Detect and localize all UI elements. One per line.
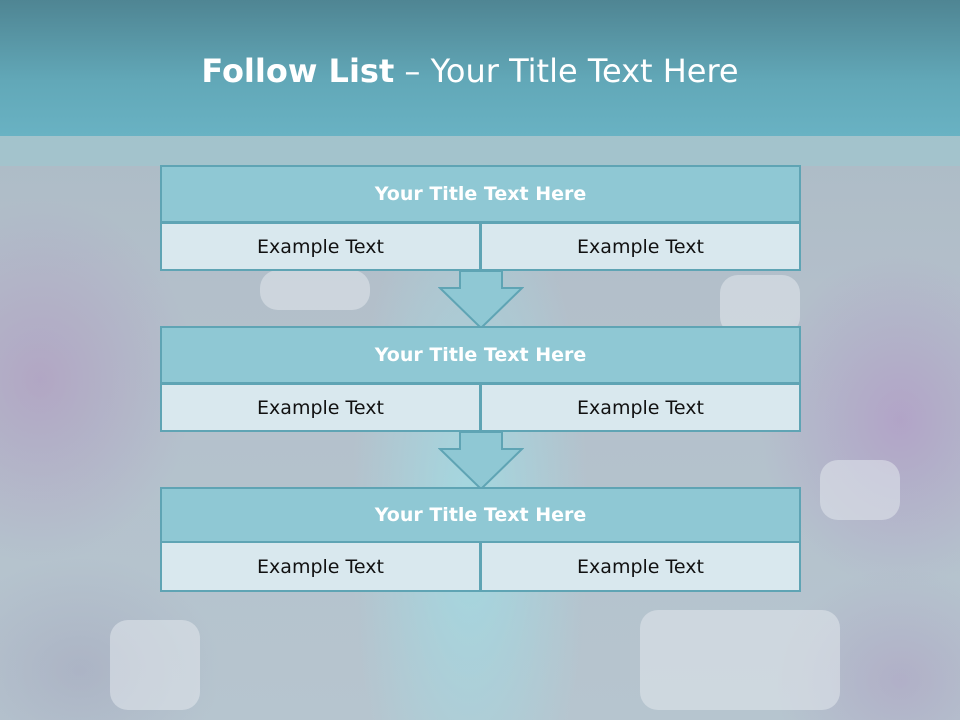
- down-arrow-icon: [438, 270, 524, 330]
- slide-title-rest: – Your Title Text Here: [394, 52, 739, 90]
- background-rock: [640, 610, 840, 710]
- slide-title: Follow List – Your Title Text Here: [0, 52, 940, 90]
- block-cell-left: Example Text: [160, 383, 481, 432]
- block-title: Your Title Text Here: [160, 165, 801, 223]
- background-rock: [720, 275, 800, 335]
- background-rock: [110, 620, 200, 710]
- block-title: Your Title Text Here: [160, 487, 801, 543]
- background-rock: [820, 460, 900, 520]
- block-title: Your Title Text Here: [160, 326, 801, 384]
- banner-strip: [0, 136, 960, 166]
- list-block-3: Your Title Text Here Example Text Exampl…: [160, 487, 801, 592]
- slide-title-bold: Follow List: [201, 52, 395, 90]
- background-rock: [260, 270, 370, 310]
- list-block-1: Your Title Text Here Example Text Exampl…: [160, 165, 801, 272]
- list-block-2: Your Title Text Here Example Text Exampl…: [160, 326, 801, 433]
- block-cell-right: Example Text: [480, 541, 801, 592]
- block-cell-left: Example Text: [160, 541, 481, 592]
- down-arrow-icon: [438, 431, 524, 491]
- block-cell-left: Example Text: [160, 222, 481, 271]
- block-cell-right: Example Text: [480, 222, 801, 271]
- title-banner: [0, 0, 960, 136]
- block-cell-right: Example Text: [480, 383, 801, 432]
